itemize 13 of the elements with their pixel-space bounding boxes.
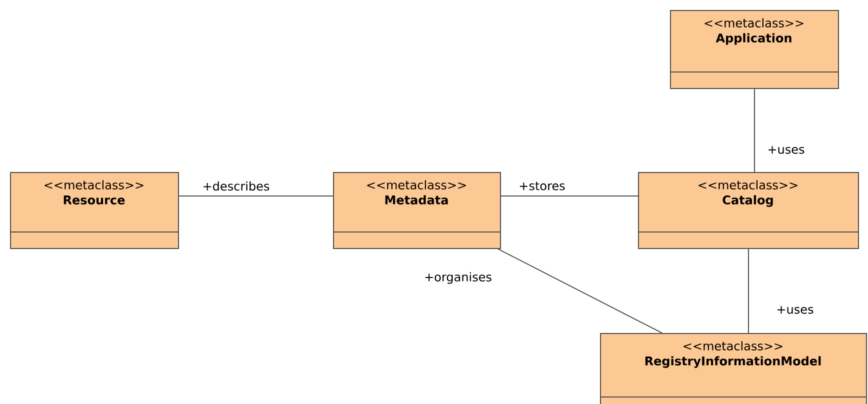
class-box: <<metaclass>> Catalog (638, 172, 859, 249)
role-label: +uses (775, 305, 815, 315)
class-box: <<metaclass>> Application (670, 10, 839, 89)
class-box: <<metaclass>> RegistryInformationModel (600, 333, 867, 404)
association-line (498, 248, 662, 334)
role-label: +stores (518, 180, 566, 192)
class-box: <<metaclass>> Metadata (332, 172, 501, 249)
association-line (748, 248, 749, 334)
role-label: +uses (766, 145, 806, 155)
association-line (754, 88, 755, 172)
class-box: <<metaclass>> Resource (10, 172, 179, 249)
role-label: +describes (201, 180, 271, 192)
role-label: +organises (423, 271, 493, 285)
